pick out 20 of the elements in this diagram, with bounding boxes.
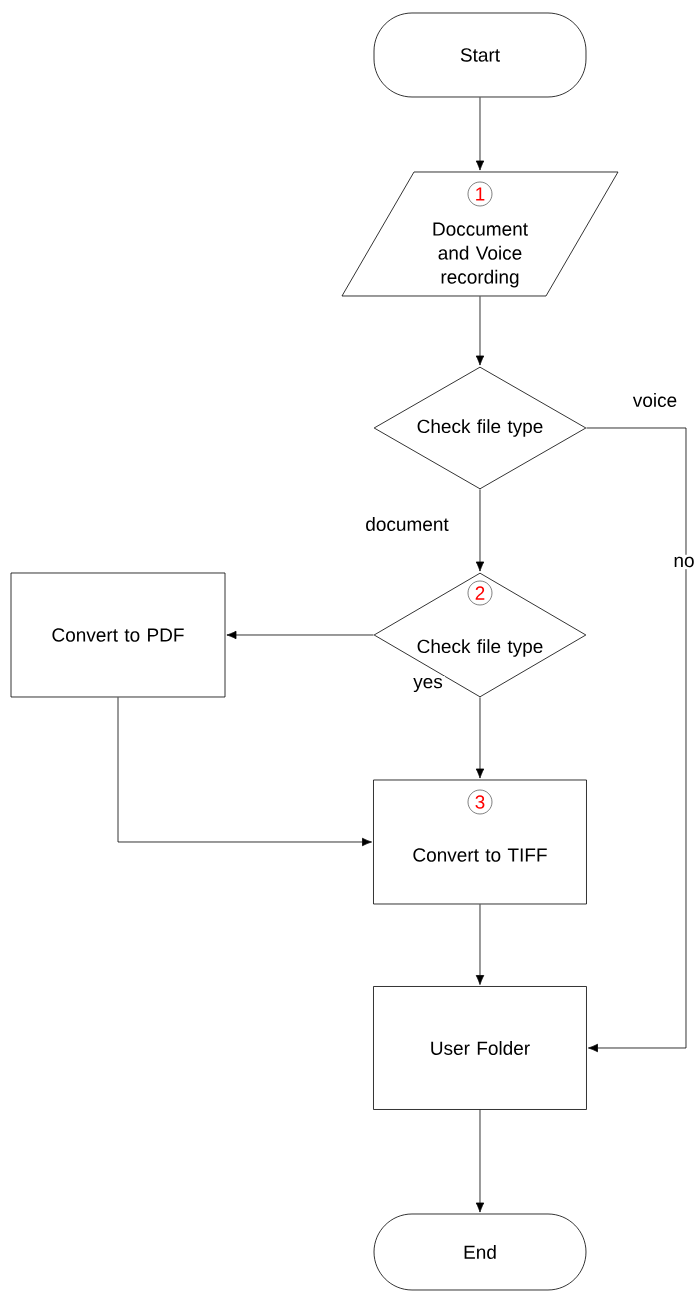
process-box: User Folder — [373, 986, 587, 1110]
process-box: Convert to PDF — [10, 572, 226, 698]
edge-label: document — [363, 515, 451, 533]
arrow — [475, 296, 485, 366]
arrow — [475, 97, 485, 171]
terminal-box: End — [373, 1213, 587, 1291]
arrow — [586, 427, 687, 1053]
callout-number: 1 — [467, 181, 493, 207]
arrow — [475, 904, 485, 985]
arrow — [117, 697, 372, 847]
terminal-box: Start — [373, 12, 587, 98]
callout-number: 3 — [467, 789, 493, 815]
arrow — [475, 697, 485, 779]
arrow — [475, 1109, 485, 1213]
arrow — [475, 489, 485, 572]
callout-number: 2 — [467, 580, 493, 606]
arrow — [226, 630, 374, 640]
edge-label: yes — [411, 675, 445, 695]
edge-label: voice — [630, 391, 680, 409]
line-label: no — [671, 554, 697, 570]
